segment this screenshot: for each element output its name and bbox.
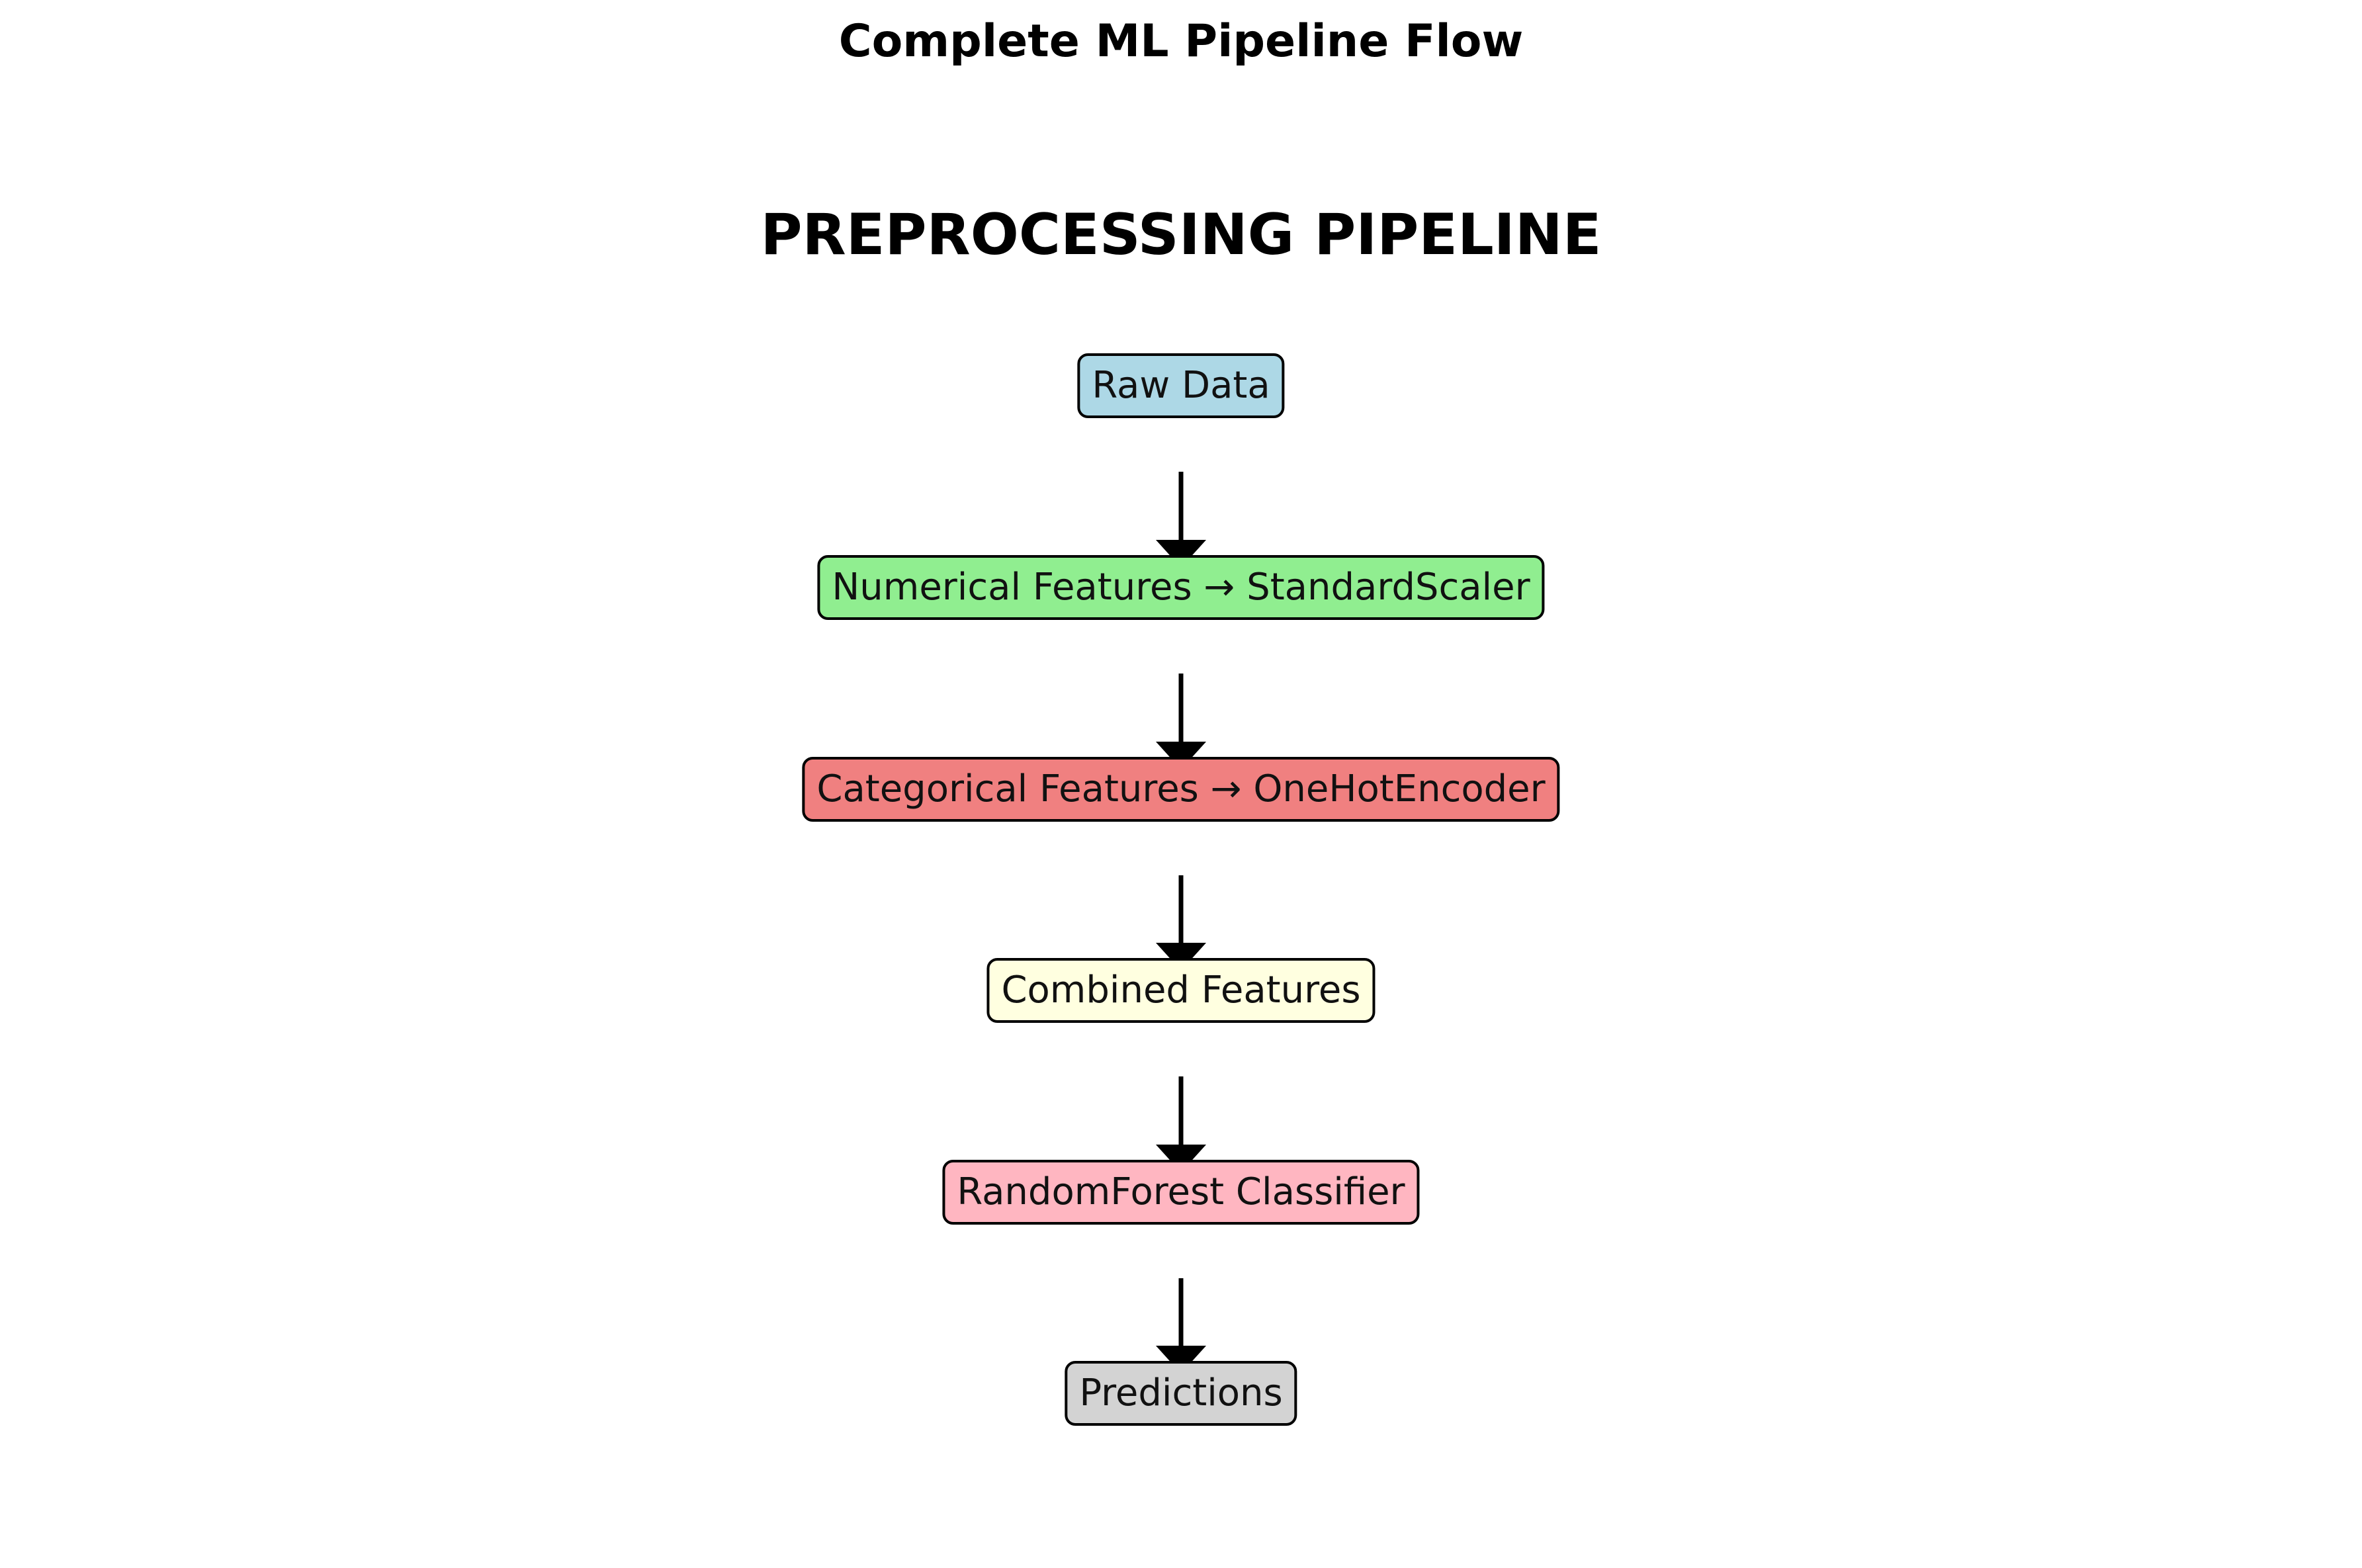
node-categorical-features: Categorical Features → OneHotEncoder <box>802 757 1560 822</box>
flow-arrow <box>1156 472 1206 568</box>
figure-title: Complete ML Pipeline Flow <box>838 15 1524 67</box>
section-title: PREPROCESSING PIPELINE <box>760 202 1602 268</box>
node-predictions: Predictions <box>1065 1361 1297 1426</box>
flow-arrow <box>1156 875 1206 971</box>
arrow-head <box>1156 1145 1206 1172</box>
node-raw-data: Raw Data <box>1077 353 1285 418</box>
flow-arrow <box>1156 1076 1206 1172</box>
node-randomforest-classifier: RandomForest Classifier <box>942 1160 1420 1225</box>
node-numerical-features: Numerical Features → StandardScaler <box>817 555 1545 620</box>
arrow-head <box>1156 1346 1206 1373</box>
arrow-head <box>1156 540 1206 568</box>
arrow-head <box>1156 742 1206 769</box>
node-combined-features: Combined Features <box>986 958 1376 1023</box>
flow-arrow <box>1156 1278 1206 1373</box>
flow-arrow <box>1156 674 1206 769</box>
arrow-head <box>1156 943 1206 971</box>
